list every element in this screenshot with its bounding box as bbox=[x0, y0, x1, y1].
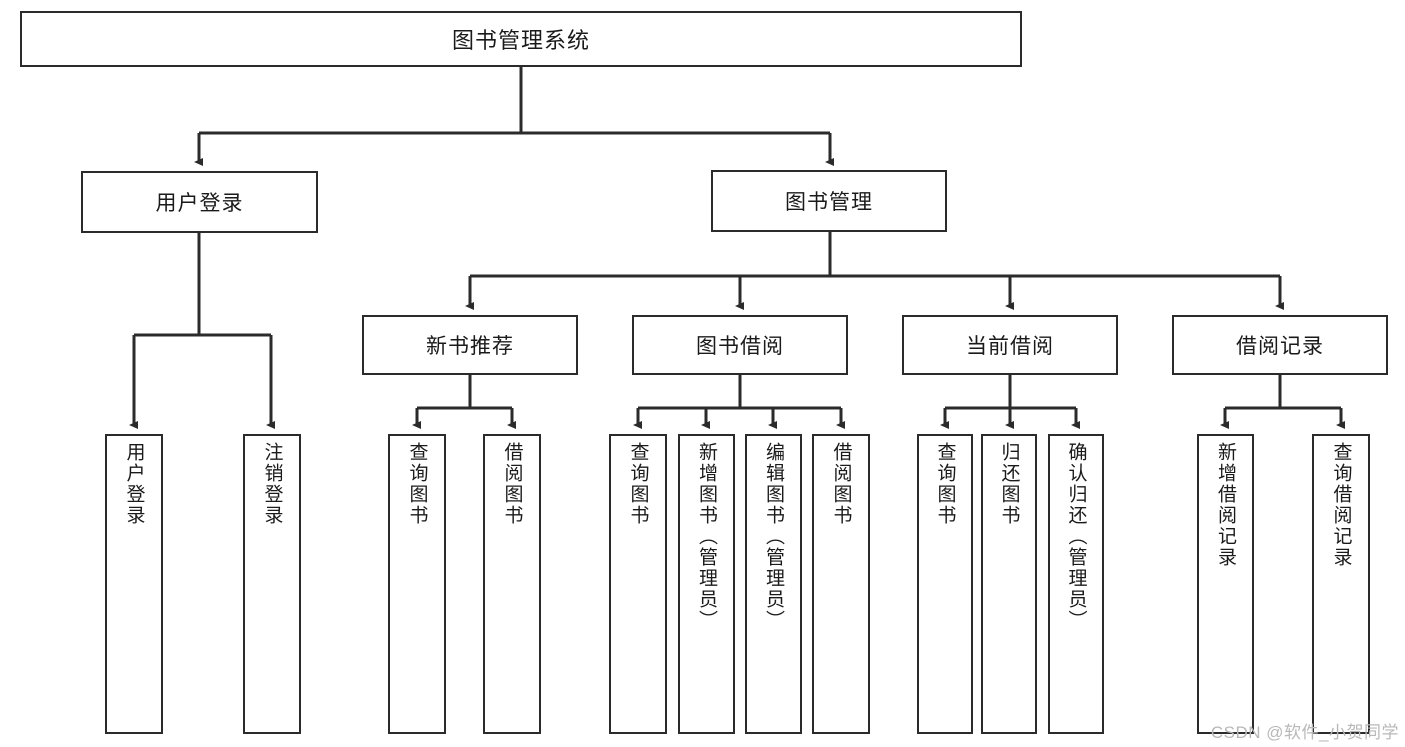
node-user-login[interactable]: 用户登录 bbox=[81, 171, 318, 233]
node-label: 图书管理 bbox=[785, 191, 873, 214]
node-label: 图书管理系统 bbox=[451, 28, 590, 53]
node-label: 查询图书 bbox=[934, 442, 956, 526]
node-label: 注销登录 bbox=[261, 442, 283, 526]
node-current-borrow[interactable]: 当前借阅 bbox=[902, 315, 1118, 375]
watermark: CSDN @软件_小贺同学 bbox=[1210, 723, 1399, 742]
node-label: 新书推荐 bbox=[426, 335, 514, 358]
node-label: 查询图书 bbox=[406, 442, 428, 526]
leaf-query-book-2[interactable]: 查询图书 bbox=[609, 434, 667, 734]
node-label: 查询借阅记录 bbox=[1330, 442, 1352, 568]
leaf-query-record[interactable]: 查询借阅记录 bbox=[1312, 434, 1370, 734]
leaf-query-book-3[interactable]: 查询图书 bbox=[917, 434, 973, 734]
node-label: 编辑图书（管理员） bbox=[763, 442, 785, 631]
node-book-manage[interactable]: 图书管理 bbox=[711, 170, 947, 232]
node-label: 新增借阅记录 bbox=[1215, 442, 1237, 568]
leaf-logout[interactable]: 注销登录 bbox=[243, 434, 301, 734]
leaf-return-book[interactable]: 归还图书 bbox=[981, 434, 1037, 734]
node-label: 当前借阅 bbox=[966, 335, 1054, 358]
node-label: 借阅记录 bbox=[1236, 335, 1324, 358]
node-label: 借阅图书 bbox=[830, 442, 852, 526]
leaf-borrow-book-1[interactable]: 借阅图书 bbox=[483, 434, 541, 734]
leaf-user-login[interactable]: 用户登录 bbox=[105, 434, 163, 734]
leaf-confirm-return[interactable]: 确认归还（管理员） bbox=[1048, 434, 1104, 734]
leaf-add-book[interactable]: 新增图书（管理员） bbox=[678, 434, 735, 734]
leaf-borrow-book-2[interactable]: 借阅图书 bbox=[812, 434, 870, 734]
node-label: 新增图书（管理员） bbox=[696, 442, 718, 631]
node-label: 确认归还（管理员） bbox=[1065, 442, 1087, 631]
leaf-add-record[interactable]: 新增借阅记录 bbox=[1197, 434, 1254, 734]
leaf-query-book-1[interactable]: 查询图书 bbox=[388, 434, 446, 734]
node-book-borrow[interactable]: 图书借阅 bbox=[632, 315, 848, 375]
node-new-book-recommend[interactable]: 新书推荐 bbox=[362, 315, 578, 375]
node-label: 查询图书 bbox=[627, 442, 649, 526]
node-label: 归还图书 bbox=[998, 442, 1020, 526]
node-root-system[interactable]: 图书管理系统 bbox=[20, 11, 1022, 67]
node-label: 借阅图书 bbox=[501, 442, 523, 526]
leaf-edit-book[interactable]: 编辑图书（管理员） bbox=[745, 434, 802, 734]
node-label: 用户登录 bbox=[155, 192, 244, 215]
node-borrow-record[interactable]: 借阅记录 bbox=[1172, 315, 1388, 375]
node-label: 用户登录 bbox=[123, 442, 145, 526]
node-label: 图书借阅 bbox=[696, 335, 784, 358]
